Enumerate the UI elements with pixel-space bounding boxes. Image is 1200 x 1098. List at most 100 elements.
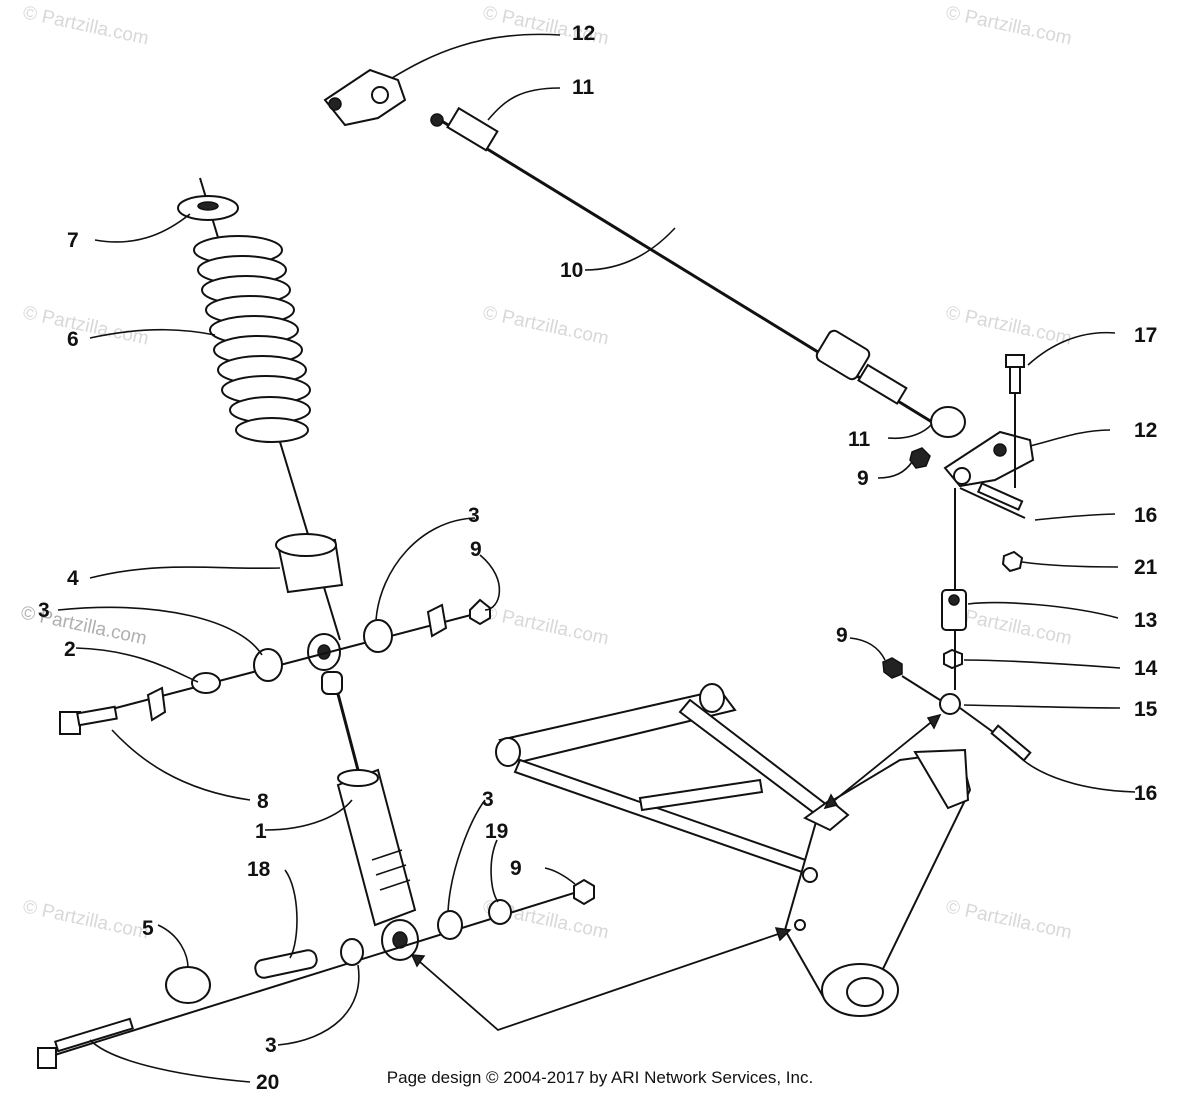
callout-21: 21 xyxy=(1134,556,1158,579)
bushing-2 xyxy=(191,672,221,694)
bushing-5 xyxy=(165,966,211,1004)
spacer-3-upper-right xyxy=(363,619,393,653)
bolt-17-head xyxy=(1005,354,1025,368)
a-arm-side-tube xyxy=(678,698,842,827)
arrowhead-shock xyxy=(410,954,426,968)
nut-9-axis xyxy=(901,675,941,701)
shock-body-1 xyxy=(336,768,417,927)
bushing-11 xyxy=(930,406,966,438)
callout-14: 14 xyxy=(1134,657,1158,680)
callout-5: 5 xyxy=(142,917,154,940)
arrowhead-ball-joint-bottom xyxy=(823,793,839,810)
adjuster-top xyxy=(446,106,499,152)
watermark: © Partzilla.com xyxy=(21,302,151,349)
spring-seat-top xyxy=(275,533,337,557)
spindle-bracket xyxy=(913,748,970,810)
callout-3-left: 3 xyxy=(38,599,50,622)
jam-nut-14 xyxy=(943,648,963,670)
spacer-3-lower-right xyxy=(437,910,463,940)
lower-bolt-stack xyxy=(37,878,595,1069)
callout-9-upper: 9 xyxy=(857,467,869,490)
callout-12-top: 12 xyxy=(572,22,595,45)
bolt-8-shank xyxy=(76,705,118,727)
spindle-hole xyxy=(794,919,806,931)
arrowhead-spindle xyxy=(774,927,792,942)
page-footer-copyright: Page design © 2004-2017 by ARI Network S… xyxy=(386,1068,814,1087)
nut-9-lower xyxy=(573,878,595,906)
callout-16-upper: 16 xyxy=(1134,504,1157,527)
nut-9-right xyxy=(882,657,903,679)
watermark: © Partzilla.com xyxy=(944,2,1074,49)
washer-upper-right xyxy=(426,603,448,638)
callout-3-lower-right: 3 xyxy=(482,788,494,811)
callout-9-lower: 9 xyxy=(510,857,522,880)
jam-nut-top xyxy=(430,113,444,127)
washer-upper-left xyxy=(146,686,167,722)
callout-15: 15 xyxy=(1134,698,1158,721)
assembly-arrows xyxy=(410,713,942,1032)
bolt-20-shank xyxy=(53,1017,135,1053)
callout-3-upper: 3 xyxy=(468,504,480,527)
bolt-16-upper xyxy=(976,482,1024,511)
bolt-17-shank xyxy=(1009,366,1021,394)
callout-3-lower-left: 3 xyxy=(265,1034,277,1057)
a-arm-brace xyxy=(638,778,764,812)
arrowhead-ball-joint-top xyxy=(926,713,942,730)
ski-saddle-hole xyxy=(846,977,884,1007)
callout-12-bottom: 12 xyxy=(1134,419,1157,442)
nut-9-upper xyxy=(909,447,931,469)
spring-retainer-hole xyxy=(197,201,219,211)
nut-9-upper-bolt xyxy=(469,598,491,626)
arrow-ball-joint xyxy=(824,714,941,809)
callout-17: 17 xyxy=(1134,324,1157,347)
watermark: © Partzilla.com xyxy=(944,302,1074,349)
bolt-16-lower xyxy=(990,724,1032,762)
ball-joint-15 xyxy=(939,693,961,715)
watermark: © Partzilla.com xyxy=(481,602,611,649)
shock-rod xyxy=(336,693,360,771)
spacer-3-lower-left xyxy=(340,938,364,966)
callout-8: 8 xyxy=(257,790,269,813)
leader-lines xyxy=(57,33,1136,1083)
spring-6 xyxy=(193,235,311,443)
sleeve-18 xyxy=(254,949,318,979)
bolt-16-axis xyxy=(959,487,1026,519)
nut-21 xyxy=(1001,550,1024,573)
rod-end-top xyxy=(323,68,407,127)
watermark: © Partzilla.com xyxy=(481,302,611,349)
watermark: © Partzilla.com xyxy=(21,2,151,49)
shock-bumper xyxy=(321,671,343,695)
a-arm-mount xyxy=(803,798,850,832)
callout-13: 13 xyxy=(1134,609,1157,632)
callout-9-shock: 9 xyxy=(470,538,482,561)
callout-20: 20 xyxy=(256,1071,279,1094)
rod-end-hole xyxy=(328,97,342,111)
rod-end-bottom-pivot xyxy=(953,467,971,485)
callout-1: 1 xyxy=(255,820,267,843)
watermark: © Partzilla.com xyxy=(21,896,151,943)
callout-4: 4 xyxy=(67,567,79,590)
callout-19: 19 xyxy=(485,820,508,843)
callout-7: 7 xyxy=(67,229,79,252)
a-arm xyxy=(495,683,972,1017)
adjuster-bottom xyxy=(857,363,908,405)
callout-6: 6 xyxy=(67,328,79,351)
arrow-shock-mount xyxy=(411,929,791,1032)
callout-16-lower: 16 xyxy=(1134,782,1157,805)
callouts: 12 11 7 10 6 17 11 12 9 16 3 9 4 21 3 2 … xyxy=(38,22,1158,1094)
tie-rod-assembly xyxy=(323,68,1035,762)
shock-assembly xyxy=(177,177,419,961)
bolt-20-head xyxy=(37,1047,57,1069)
rod-end-13-hole xyxy=(948,594,960,606)
washer-19 xyxy=(488,899,512,925)
callout-2: 2 xyxy=(64,638,76,661)
upper-bolt-stack xyxy=(59,598,491,735)
rod-end-slot xyxy=(993,443,1007,457)
callout-9-right: 9 xyxy=(836,624,848,647)
callout-10: 10 xyxy=(560,259,583,282)
callout-11-bottom: 11 xyxy=(848,428,871,451)
a-arm-hole xyxy=(802,867,818,883)
watermark: © Partzilla.com xyxy=(944,896,1074,943)
rod-end-pivot xyxy=(371,86,389,104)
